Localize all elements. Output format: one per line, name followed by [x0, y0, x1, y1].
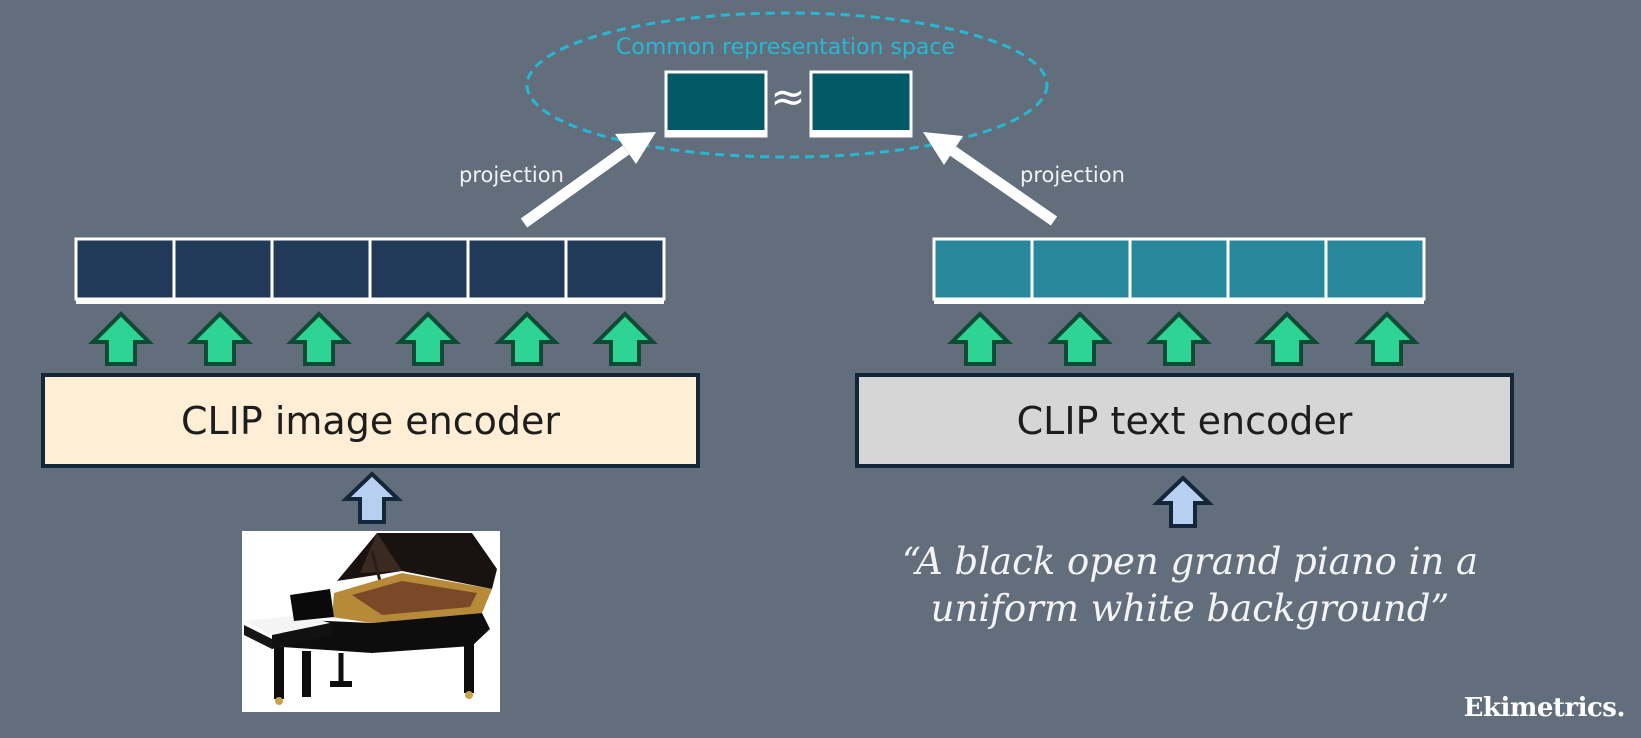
- text-token: [932, 237, 1034, 301]
- image-token-arrows: [88, 311, 658, 366]
- text-input-caption: “A black open grand piano in a uniform w…: [901, 540, 1479, 630]
- image-token-up-arrow: [187, 311, 253, 366]
- image-embedding: [664, 70, 768, 138]
- right-projection-arrow: [923, 132, 1058, 226]
- ekimetrics-logo: Ekimetrics.: [1463, 693, 1626, 723]
- image-token-up-arrow: [88, 311, 154, 366]
- text-token: [1128, 237, 1230, 301]
- text-token-base: [934, 298, 1424, 304]
- text-token-up-arrow: [1354, 311, 1420, 366]
- image-token-row: [74, 237, 666, 304]
- image-token-base: [76, 298, 664, 304]
- text-token-up-arrow: [947, 311, 1013, 366]
- image-token-up-arrow: [395, 311, 461, 366]
- text-embedding: [809, 70, 913, 138]
- text-token: [1030, 237, 1132, 301]
- image-token: [172, 237, 274, 301]
- right-projection-label: projection: [1020, 163, 1125, 187]
- clip-text-encoder: CLIP text encoder: [855, 373, 1514, 468]
- left-projection-label: projection: [459, 163, 564, 187]
- representation-space-ellipse: [525, 11, 1049, 159]
- text-token-row: [932, 237, 1426, 304]
- clip-image-encoder: CLIP image encoder: [41, 373, 700, 468]
- text-token-up-arrow: [1254, 311, 1320, 366]
- image-token-up-arrow: [286, 311, 352, 366]
- image-token: [564, 237, 666, 301]
- text-input-arrow: [1152, 475, 1214, 528]
- text-token-arrows: [947, 311, 1420, 366]
- image-token: [368, 237, 470, 301]
- text-token-up-arrow: [1047, 311, 1113, 366]
- piano-image: [242, 531, 500, 712]
- text-token-up-arrow: [1146, 311, 1212, 366]
- image-token-up-arrow: [592, 311, 658, 366]
- image-token: [466, 237, 568, 301]
- image-token: [270, 237, 372, 301]
- image-input-arrow: [341, 471, 403, 524]
- approx-symbol: ≈: [770, 72, 806, 121]
- text-token: [1324, 237, 1426, 301]
- image-token: [74, 237, 176, 301]
- text-token: [1226, 237, 1328, 301]
- image-token-up-arrow: [494, 311, 560, 366]
- representation-space-label: Common representation space: [616, 35, 955, 60]
- left-projection-arrow: [520, 132, 656, 228]
